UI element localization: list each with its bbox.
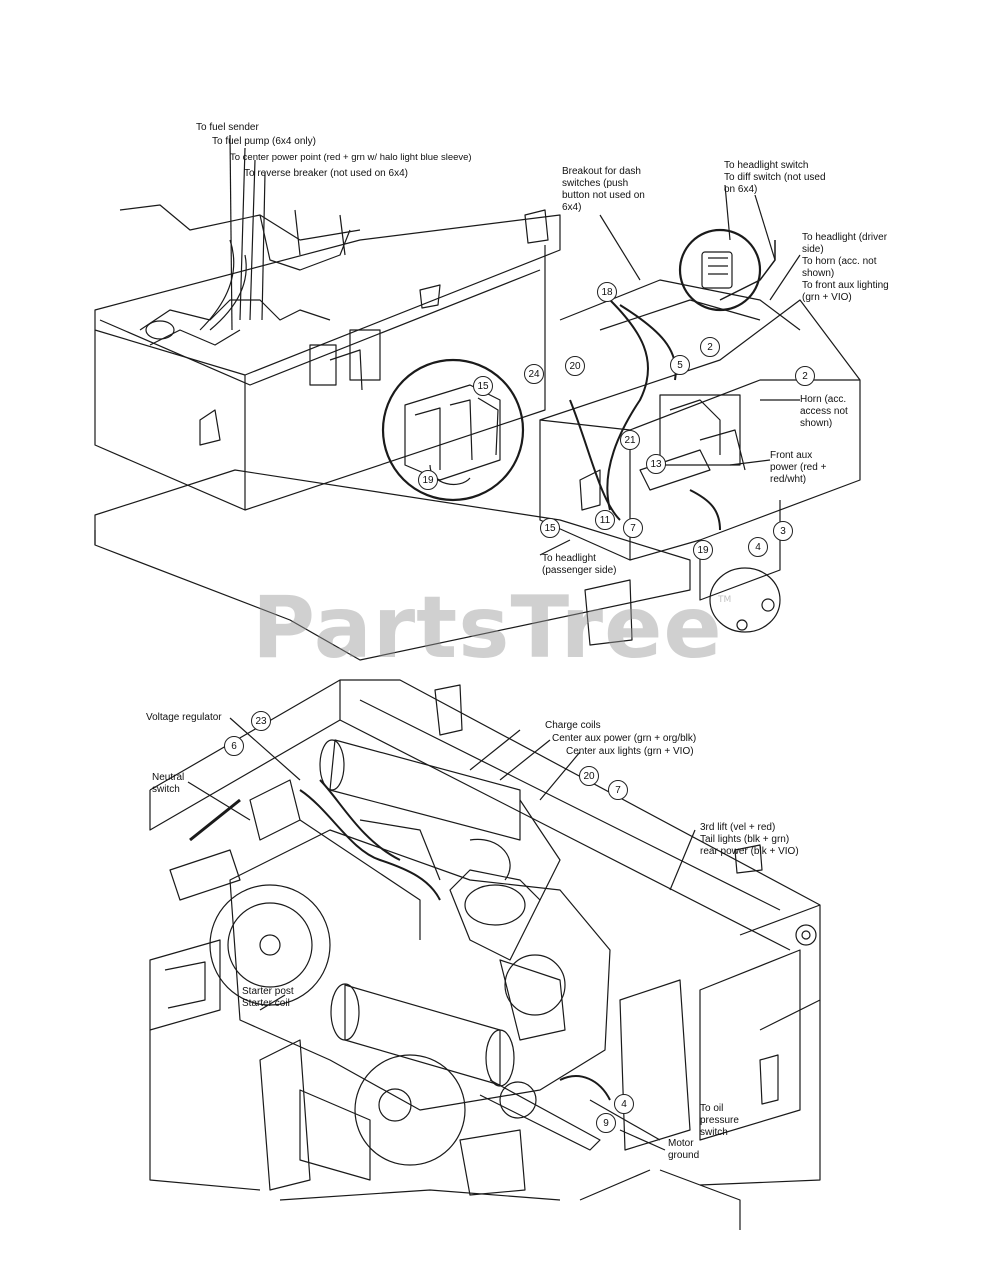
callout-23: 23: [251, 711, 271, 731]
callout-6: 6: [224, 736, 244, 756]
label-horn-2: access not: [800, 406, 848, 417]
label-center-aux-power: Center aux power (grn + org/blk): [552, 733, 697, 744]
label-breakout-1: Breakout for dash: [562, 166, 641, 177]
callout-18: 18: [597, 282, 617, 302]
label-breakout-2: switches (push: [562, 178, 629, 189]
relay-detail-circle: [381, 358, 525, 502]
label-power-point: To center power point (red + grn w/ halo…: [230, 152, 472, 163]
label-charge-coils: Charge coils: [545, 720, 601, 731]
label-breakout-3: button not used on: [562, 190, 645, 201]
label-rear-3: rear power (blk + VIO): [700, 846, 799, 857]
label-headlight-driver-2: side): [802, 244, 824, 255]
callout-20: 20: [565, 356, 585, 376]
label-headlight-pass-1: To headlight: [542, 553, 596, 564]
label-horn-3: shown): [800, 418, 833, 429]
label-oil-2: pressure: [700, 1115, 739, 1126]
callout-2: 2: [700, 337, 720, 357]
callout-15: 15: [540, 518, 560, 538]
label-motor-1: Motor: [668, 1138, 694, 1149]
label-voltage-regulator: Voltage regulator: [146, 712, 222, 723]
label-rear-2: Tail lights (blk + grn): [700, 834, 790, 845]
label-headlight-driver-6: (grn + VIO): [802, 292, 852, 303]
callout-3: 3: [773, 521, 793, 541]
label-neutral-1: Neutral: [152, 772, 185, 783]
callout-4: 4: [748, 537, 768, 557]
callout-13: 13: [646, 454, 666, 474]
label-front-aux-2: power (red +: [770, 462, 827, 473]
callout-20: 20: [579, 766, 599, 786]
label-headlight-driver-1: To headlight (driver: [802, 232, 888, 243]
muffler: [329, 739, 521, 841]
air-cleaner: [344, 984, 501, 1086]
label-starter-post: Starter post: [242, 986, 294, 997]
callout-15: 15: [473, 376, 493, 396]
front-bulkhead: [539, 299, 861, 561]
callout-5: 5: [670, 355, 690, 375]
label-motor-2: ground: [668, 1150, 700, 1161]
callout-21: 21: [620, 430, 640, 450]
left-box: [94, 214, 561, 376]
label-front-aux-3: red/wht): [770, 474, 807, 485]
label-reverse-breaker: To reverse breaker (not used on 6x4): [244, 168, 408, 179]
label-headlight-pass-2: (passenger side): [542, 565, 617, 576]
label-headlight-switch-3: on 6x4): [724, 184, 758, 195]
label-headlight-switch-2: To diff switch (not used: [724, 172, 826, 183]
callout-4: 4: [614, 1094, 634, 1114]
callout-7: 7: [608, 780, 628, 800]
flywheel: [209, 884, 331, 1006]
label-horn-1: Horn (acc.: [800, 394, 847, 405]
label-headlight-driver-5: To front aux lighting: [802, 280, 889, 291]
label-oil-1: To oil: [700, 1103, 724, 1114]
callout-2: 2: [795, 366, 815, 386]
label-starter-coil: Starter coil: [242, 998, 290, 1009]
callout-11: 11: [595, 510, 615, 530]
label-fuel-sender: To fuel sender: [196, 122, 259, 133]
watermark-trademark: TM: [718, 595, 732, 605]
label-breakout-4: 6x4): [562, 202, 582, 213]
label-neutral-2: switch: [152, 784, 180, 795]
label-rear-1: 3rd lift (vel + red): [700, 822, 776, 833]
watermark-text: PartsTree: [252, 578, 723, 678]
label-headlight-driver-3: To horn (acc. not: [802, 256, 877, 267]
callout-7: 7: [623, 518, 643, 538]
label-fuel-pump: To fuel pump (6x4 only): [212, 136, 316, 147]
floor-plate: [94, 469, 691, 661]
label-oil-3: switch: [700, 1127, 728, 1138]
engine-block: [229, 829, 611, 1111]
label-center-aux-lights: Center aux lights (grn + VIO): [566, 746, 694, 757]
label-front-aux-1: Front aux: [770, 450, 813, 461]
callout-19: 19: [693, 540, 713, 560]
connector-detail-circle: [678, 228, 762, 312]
callout-9: 9: [596, 1113, 616, 1133]
label-headlight-switch-1: To headlight switch: [724, 160, 809, 171]
callout-24: 24: [524, 364, 544, 384]
label-headlight-driver-4: shown): [802, 268, 835, 279]
callout-19: 19: [418, 470, 438, 490]
